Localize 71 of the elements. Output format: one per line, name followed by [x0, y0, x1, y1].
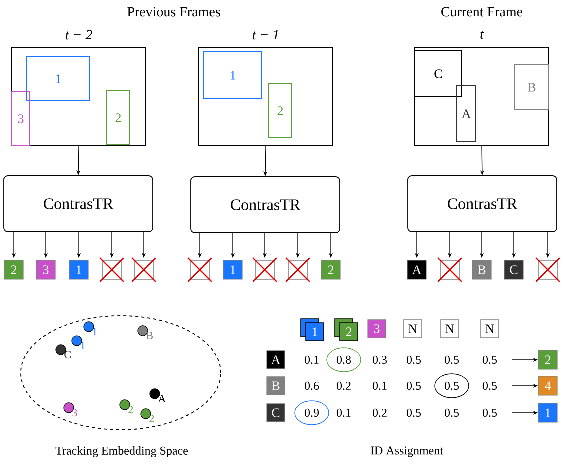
score-value: 0.5 [406, 382, 422, 390]
id-square: B [266, 376, 286, 396]
id-square: 2 [4, 260, 24, 280]
caption: Tracking Embedding Space [56, 446, 188, 458]
model-box: ContrasTR [4, 176, 154, 232]
time-label: t − 1 [252, 30, 278, 40]
score-value: 0.6 [304, 382, 320, 390]
id-square: 1 [300, 318, 324, 342]
embedding-point: A [150, 388, 166, 402]
id-square: 2 [334, 318, 358, 342]
score-value: 0.1 [372, 382, 387, 390]
score-value: 0.5 [444, 356, 460, 364]
score-value: 0.1 [304, 356, 319, 364]
embedding-point: 1 [84, 322, 98, 336]
score-value: 0.1 [336, 408, 351, 418]
id-square: 1 [223, 260, 243, 280]
id-square: N [440, 320, 460, 338]
score-value: 0.5 [406, 408, 422, 418]
caption: ID Assignment [370, 446, 444, 458]
id-square: 3 [368, 320, 386, 338]
id-square: N [480, 320, 500, 338]
time-label: t [480, 30, 484, 39]
id-square: 4 [538, 376, 558, 396]
circled-score: 0.8 [326, 348, 362, 372]
score-value: 0.5 [444, 408, 460, 418]
score-value: 0.5 [482, 382, 498, 390]
score-value: 0.5 [482, 408, 498, 418]
id-square: A [266, 350, 286, 370]
id-square: 2 [538, 350, 558, 370]
bounding-box: 3 [12, 92, 30, 146]
embedding-point: 3 [64, 402, 78, 417]
id-square: C [504, 260, 524, 280]
embedding-point: B [138, 326, 153, 340]
id-square: 1 [538, 403, 558, 423]
id-square: A [407, 260, 427, 280]
empty-slot-box [252, 257, 278, 283]
id-square: N [404, 320, 422, 338]
section-title: Previous Frames [128, 7, 220, 17]
score-value: 0.2 [372, 408, 387, 418]
id-square: 3 [36, 260, 56, 280]
embedding-point: 2 [140, 408, 154, 422]
empty-slot-box [99, 257, 125, 283]
empty-slot-box [187, 257, 213, 283]
bounding-box: 2 [268, 84, 292, 138]
bounding-box: 2 [106, 90, 130, 146]
empty-slot-box [535, 257, 561, 283]
embedding-point: 2 [120, 400, 134, 414]
empty-slot-box [131, 257, 157, 283]
bounding-box: C [414, 50, 462, 98]
bounding-box: B [514, 64, 550, 110]
id-square: 1 [69, 260, 89, 280]
score-value: 0.5 [406, 356, 422, 364]
empty-slot-box [285, 257, 311, 283]
bounding-box: 1 [204, 52, 262, 100]
id-square: B [472, 260, 492, 280]
score-value: 0.3 [372, 356, 388, 364]
bounding-box: A [456, 86, 476, 142]
score-value: 0.2 [336, 382, 351, 390]
empty-slot-box [437, 257, 463, 283]
embedding-point: C [56, 344, 71, 359]
id-square: C [266, 404, 286, 422]
embedding-point: 1 [72, 336, 86, 350]
section-title: Current Frame [442, 7, 523, 17]
model-box: ContrasTR [190, 176, 340, 234]
id-square: 2 [321, 260, 341, 280]
time-label: t − 2 [66, 30, 92, 40]
circled-score: 0.5 [434, 374, 470, 398]
circled-score: 0.9 [294, 400, 330, 426]
model-box: ContrasTR [408, 176, 558, 232]
score-value: 0.5 [482, 356, 498, 364]
bounding-box: 1 [26, 56, 90, 102]
